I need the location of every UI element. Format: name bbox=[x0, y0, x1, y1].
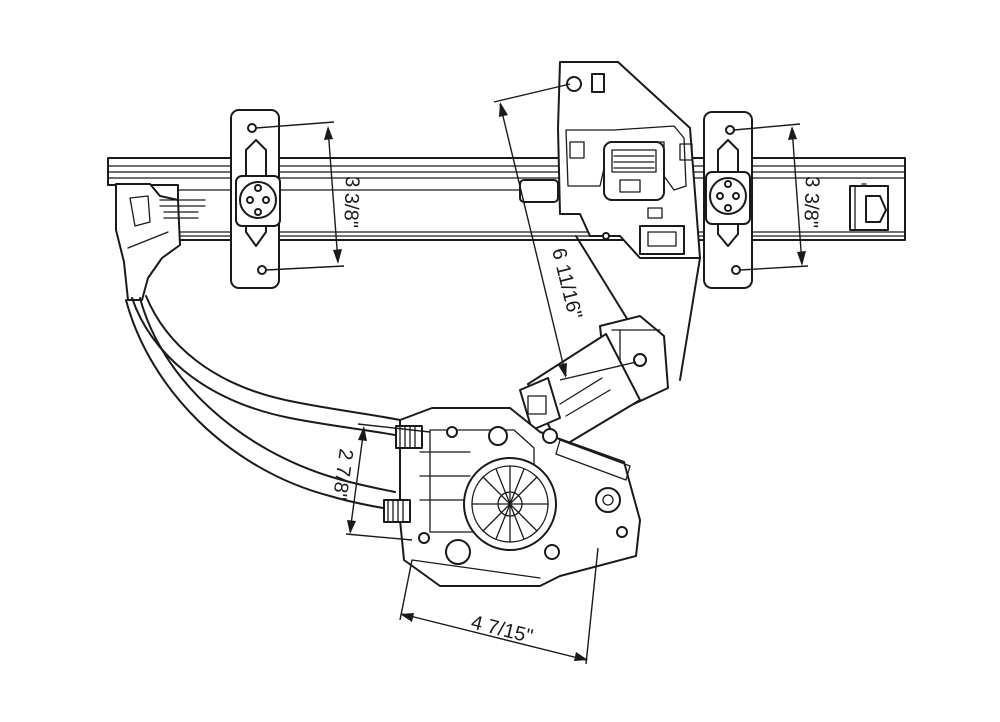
regulator-rail bbox=[107, 157, 906, 241]
dim-motor-width-label: 4 7/15" bbox=[469, 612, 535, 649]
dim-left-bracket-label: 3 3/8" bbox=[339, 176, 363, 228]
dim-right-bracket: 3 3/8" bbox=[733, 123, 823, 271]
motor bbox=[519, 315, 669, 449]
lift-plate bbox=[519, 61, 701, 259]
right-end-stop bbox=[849, 183, 889, 231]
drive-assembly bbox=[399, 407, 641, 587]
dim-motor-height-label: 2 7/8" bbox=[328, 447, 357, 501]
dim-right-bracket-label: 3 3/8" bbox=[799, 176, 823, 228]
left-mount-bracket bbox=[230, 109, 281, 289]
dim-left-bracket: 3 3/8" bbox=[255, 121, 363, 271]
cable-springs bbox=[383, 425, 423, 523]
lift-arm bbox=[575, 235, 701, 381]
cable-sleeve bbox=[125, 295, 401, 511]
right-mount-bracket bbox=[703, 111, 753, 289]
left-pulley-end bbox=[115, 183, 206, 301]
dim-mount-to-motor-label: 6 11/16" bbox=[547, 246, 586, 322]
